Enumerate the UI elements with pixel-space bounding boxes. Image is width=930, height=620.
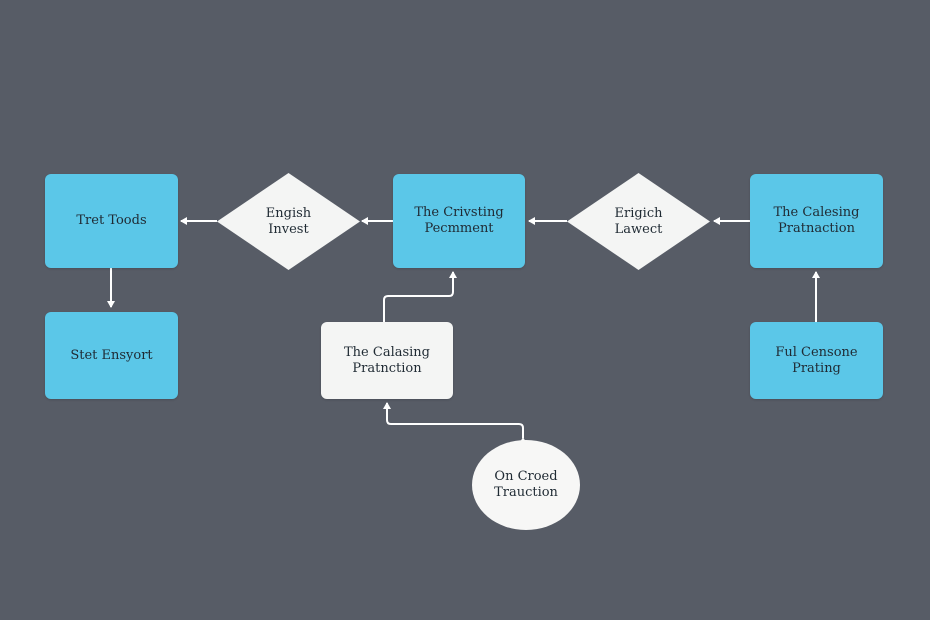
node-crivsting-pecmment[interactable]: The Crivsting Pecmment [393, 174, 525, 268]
node-label-line1: The Calesing [773, 205, 860, 220]
node-label-line2: Pecmment [424, 221, 494, 236]
node-label-line1: Ful Censone [775, 344, 858, 360]
edge-n7-to-n3 [383, 271, 457, 322]
node-calesing-pratnaction[interactable]: The Calesing Pratnaction [750, 174, 883, 268]
node-label-line2: Pratnction [352, 360, 422, 376]
node-label-line1: Erigich [614, 205, 663, 221]
node-ful-censone-prating[interactable]: Ful Censone Prating [750, 322, 883, 399]
node-label-line1: Stet Ensyort [70, 347, 153, 363]
node-label-line2: Trauction [494, 485, 558, 500]
node-erigich-lawect-decision[interactable]: Erigich Lawect [567, 173, 710, 270]
node-label-line2: Invest [268, 221, 309, 237]
node-tret-toods[interactable]: Tret Toods [45, 174, 178, 268]
node-label-line2: Lawect [614, 221, 663, 237]
node-stet-ensyort[interactable]: Stet Ensyort [45, 312, 178, 399]
node-engish-invest-decision[interactable]: Engish Invest [217, 173, 360, 270]
diamond-shape [567, 173, 710, 270]
node-on-croed-trauction[interactable]: On Croed Trauction [472, 440, 580, 530]
node-label-line1: Tret Toods [76, 213, 147, 228]
node-calasing-pratnction[interactable]: The Calasing Pratnction [321, 322, 453, 399]
node-label-line1: The Calasing [344, 344, 430, 360]
node-label-line1: On Croed [494, 469, 558, 484]
edge-n9-to-n7 [383, 402, 527, 444]
node-label-line1: The Crivsting [414, 205, 504, 220]
diamond-shape [217, 173, 360, 270]
node-label-line2: Prating [792, 360, 841, 376]
node-label-line1: Engish [265, 205, 312, 221]
node-label-line2: Pratnaction [778, 221, 855, 236]
